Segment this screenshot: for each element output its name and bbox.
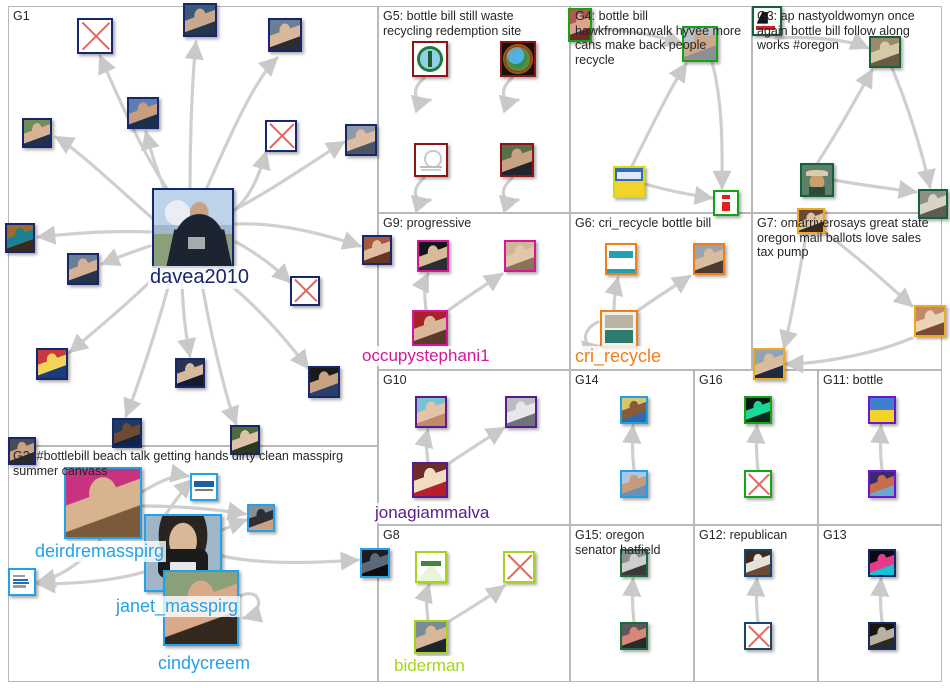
vertex-logo-svana[interactable]	[415, 551, 447, 583]
vertex-avatar-woman-2[interactable]	[5, 223, 35, 253]
vertex-logo-earth-fire[interactable]	[500, 41, 536, 77]
vertex-avatar-woman-g9b[interactable]	[504, 240, 536, 272]
group-label-g11: G11: bottle	[823, 373, 884, 387]
vertex-avatar-woman-7[interactable]	[8, 437, 36, 465]
vertex-logo-crra[interactable]	[605, 243, 637, 275]
group-box-g4	[570, 6, 752, 213]
group-box-g11	[818, 370, 942, 525]
vertex-label-cri_recycle[interactable]: cri_recycle	[573, 346, 664, 367]
vertex-label-janet_masspirg[interactable]: janet_masspirg	[114, 596, 241, 617]
vertex-avatar-woman-5[interactable]	[308, 366, 340, 398]
vertex-logo-seal[interactable]	[360, 548, 390, 578]
vertex-label-davea2010[interactable]: davea2010	[148, 266, 251, 289]
vertex-avatar-g13-top[interactable]	[868, 549, 896, 577]
group-label-g7: G7: omarriverosays great state oregon ma…	[757, 216, 929, 259]
group-label-g5: G5: bottle bill still waste recycling re…	[383, 9, 522, 38]
group-box-g7	[752, 213, 942, 370]
group-box-g12	[694, 525, 818, 682]
vertex-x-placeholder-g12[interactable]	[744, 622, 772, 650]
vertex-avatar-jonagiammalva[interactable]	[412, 462, 448, 498]
vertex-avatar-g11-bottom[interactable]	[868, 470, 896, 498]
vertex-avatar-g14-bottom[interactable]	[620, 470, 648, 498]
vertex-avatar-davea2010[interactable]	[152, 188, 234, 268]
vertex-avatar-woman-1[interactable]	[268, 18, 302, 52]
vertex-x-placeholder-g16[interactable]	[744, 470, 772, 498]
vertex-logo-zero-waste[interactable]	[414, 143, 448, 177]
group-label-g13: G13	[823, 528, 847, 542]
vertex-logo-red-bottle[interactable]	[713, 190, 739, 216]
vertex-avatar-crowd[interactable]	[64, 467, 142, 539]
group-box-g5	[378, 6, 570, 213]
vertex-avatar-man-1[interactable]	[183, 3, 217, 37]
group-label-g12: G12: republican	[699, 528, 788, 542]
vertex-flag-ukraine-g11[interactable]	[868, 396, 896, 424]
vertex-x-placeholder-2[interactable]	[265, 120, 297, 152]
vertex-avatar-man-5[interactable]	[230, 425, 260, 455]
group-label-g8: G8	[383, 528, 400, 542]
vertex-avatar-g14-top[interactable]	[620, 396, 648, 424]
vertex-avatar-man-3[interactable]	[345, 124, 377, 156]
vertex-avatar-omarriverosays[interactable]	[797, 208, 825, 234]
group-box-g16	[694, 370, 818, 525]
vertex-avatar-man-2[interactable]	[127, 97, 159, 129]
vertex-avatar-g12-top[interactable]	[744, 549, 772, 577]
vertex-x-placeholder[interactable]	[77, 18, 113, 54]
vertex-x-placeholder-g8[interactable]	[503, 551, 535, 583]
group-box-g9	[378, 213, 570, 370]
vertex-avatar-woman-3[interactable]	[362, 235, 392, 265]
group-label-g4: G4: bottle bill hawkfromnorwalk hyvee mo…	[575, 9, 742, 67]
vertex-logo-recycle-green[interactable]	[412, 41, 448, 77]
vertex-logo-cri[interactable]	[600, 310, 638, 348]
vertex-avatar-hatfield-bottom[interactable]	[620, 622, 648, 650]
group-label-g2: G2: #bottlebill beach talk getting hands…	[13, 449, 344, 478]
group-label-g15: G15: oregon senator hatfield	[575, 528, 661, 557]
vertex-label-cindycreem[interactable]: cindycreem	[156, 653, 253, 674]
vertex-avatar-card-g10b[interactable]	[505, 396, 537, 428]
vertex-avatar-biderman[interactable]	[414, 620, 448, 654]
vertex-avatar-suit-man[interactable]	[500, 143, 534, 177]
group-box-g8	[378, 525, 570, 682]
group-box-g6	[570, 213, 752, 370]
group-label-g14: G14	[575, 373, 599, 387]
group-box-g14	[570, 370, 694, 525]
group-box-g10	[378, 370, 570, 525]
vertex-logo-ap[interactable]	[752, 6, 782, 36]
vertex-label-jonagiammalva[interactable]: jonagiammalva	[373, 503, 492, 523]
group-label-g10: G10	[383, 373, 407, 387]
vertex-avatar-hatfield-top[interactable]	[620, 549, 648, 577]
vertex-avatar-flag[interactable]	[36, 348, 68, 380]
vertex-x-placeholder-3[interactable]	[290, 276, 320, 306]
vertex-avatar-person-far[interactable]	[247, 504, 275, 532]
vertex-avatar-woman-4[interactable]	[175, 358, 205, 388]
vertex-avatar-partial-top[interactable]	[568, 8, 592, 42]
vertex-logo-public-interest-network[interactable]	[8, 568, 36, 596]
vertex-avatar-man-g7[interactable]	[753, 348, 785, 380]
vertex-logo-stand-ukraine[interactable]	[613, 166, 645, 198]
vertex-avatar-cat-g13[interactable]	[868, 622, 896, 650]
vertex-avatar-couple[interactable]	[22, 118, 52, 148]
vertex-avatar-woman-g7[interactable]	[914, 305, 946, 337]
vertex-art-boat[interactable]	[869, 36, 901, 68]
group-box-g15	[570, 525, 694, 682]
vertex-label-biderman[interactable]: biderman	[392, 656, 467, 676]
group-box-g3	[752, 6, 942, 213]
vertex-avatar-hawk[interactable]	[682, 26, 718, 62]
vertex-label-deirdremasspirg[interactable]: deirdremasspirg	[33, 541, 167, 562]
vertex-avatar-woman-g9a[interactable]	[417, 240, 449, 272]
vertex-avatar-occupystephani1[interactable]	[412, 310, 448, 346]
vertex-avatar-g16-dark[interactable]	[744, 396, 772, 424]
vertex-avatar-woman-g10a[interactable]	[415, 396, 447, 428]
group-label-g1: G1	[13, 9, 30, 23]
group-label-g3: G3: ap nastyoldwomyn once again bottle b…	[757, 9, 915, 52]
vertex-avatar-man-4[interactable]	[67, 253, 99, 285]
vertex-avatar-woman-g6[interactable]	[693, 243, 725, 275]
vertex-label-occupystephani1[interactable]: occupystephani1	[360, 346, 492, 366]
group-label-g16: G16	[699, 373, 723, 387]
vertex-art-vangogh[interactable]	[800, 163, 834, 197]
group-label-g9: G9: progressive	[383, 216, 472, 230]
group-label-g6: G6: cri_recycle bottle bill	[575, 216, 712, 230]
vertex-avatar-woman-6[interactable]	[112, 418, 142, 448]
group-box-g13	[818, 525, 942, 682]
vertex-art-bust[interactable]	[918, 189, 948, 219]
